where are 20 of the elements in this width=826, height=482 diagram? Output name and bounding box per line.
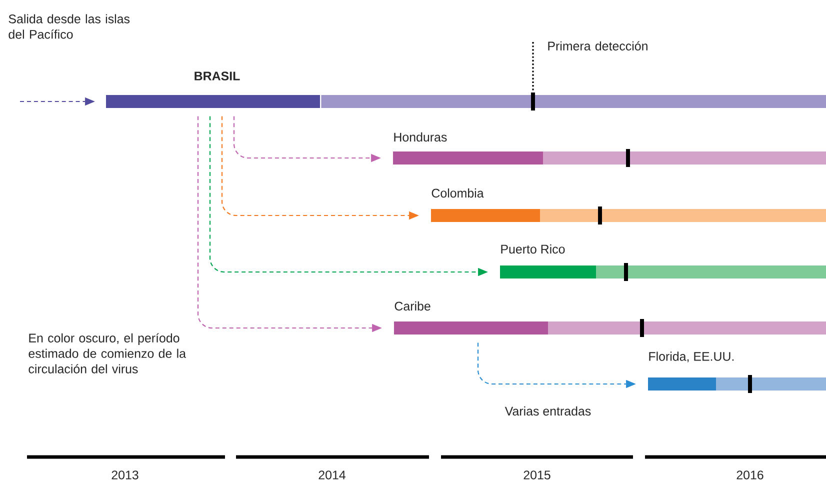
timeline-bar: Honduras [393, 132, 826, 167]
timeline-bar: Colombia [431, 188, 826, 224]
timeline-bar: Florida, EE.UU. [648, 352, 826, 393]
year-label: 2014 [318, 470, 346, 480]
annotation-text: Primera detección [548, 41, 648, 50]
edge-label: Varias entradas [504, 405, 592, 417]
node-label: Honduras [394, 132, 447, 142]
node-label: Caribe [394, 301, 430, 311]
node-label: Puerto Rico [501, 244, 565, 254]
timeline-bar: Puerto Rico [500, 244, 826, 281]
node-label: Florida, EE.UU. [649, 352, 734, 362]
year-label: 2016 [736, 470, 764, 480]
year-label: 2013 [112, 470, 138, 480]
timeline-bar: Caribe [394, 301, 826, 337]
node-label: BRASIL [194, 72, 240, 80]
year-label: 2015 [524, 470, 550, 480]
note-text: En color oscuro, el período estimado de comienzo de la circulación del virus [28, 333, 186, 374]
node-label: Colombia [432, 188, 484, 198]
annotation-text: Salida desde las islas del Pacífico [8, 14, 130, 39]
timeline-bar: BRASIL [106, 72, 826, 110]
